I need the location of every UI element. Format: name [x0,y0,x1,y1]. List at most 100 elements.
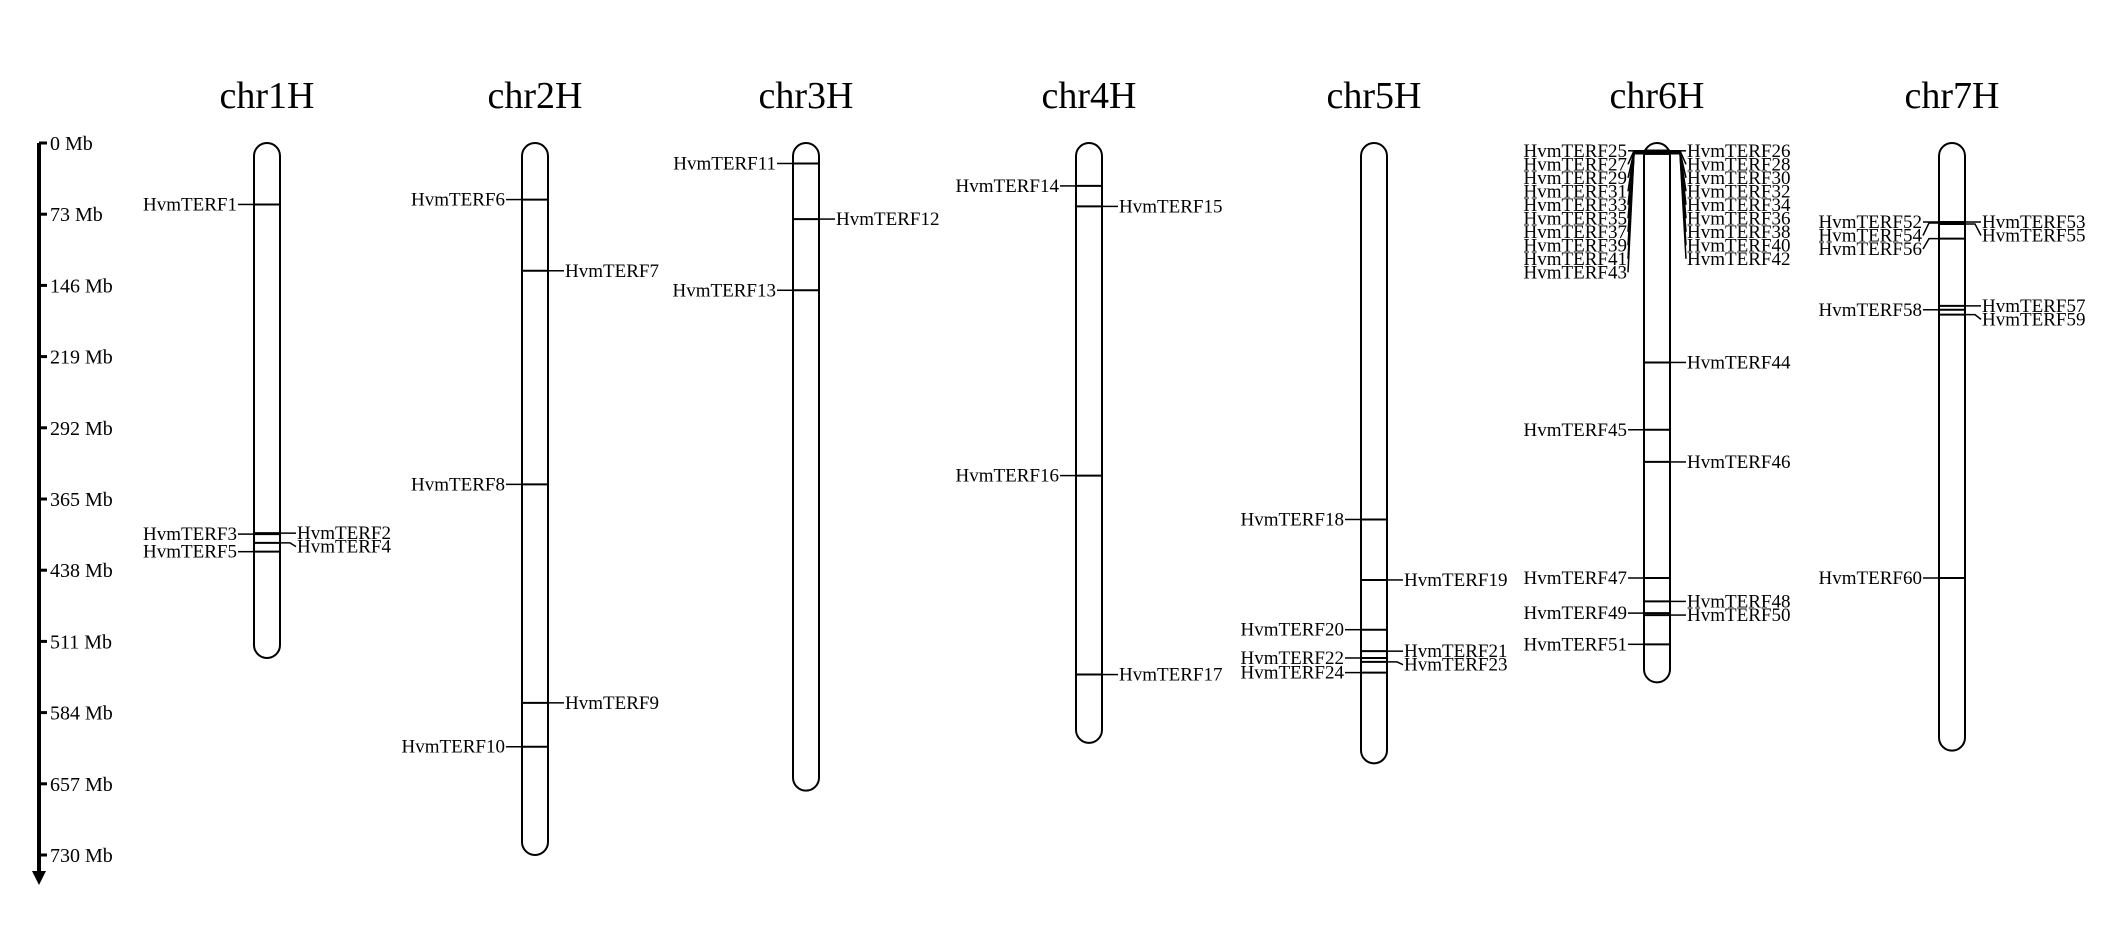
gene-label: HvmTERF55 [1982,226,2085,247]
chromosome-body [521,142,549,856]
gene-label: HvmTERF60 [1819,568,1922,589]
chromosome-body [792,142,820,792]
gene-label: HvmTERF6 [411,190,505,211]
gene-connector [1670,151,1687,205]
gene-label: HvmTERF39 [1524,235,1627,256]
gene-label: HvmTERF36 [1687,208,1790,229]
gene-label: HvmTERF35 [1524,208,1627,229]
gene-label: HvmTERF22 [1241,648,1344,669]
axis-tick-label: 584 Mb [50,703,113,725]
gene-connector [280,542,297,548]
chromosome-body [1075,142,1103,744]
gene-label: HvmTERF8 [411,474,505,495]
gene-connector [1922,237,1939,250]
chromosomes: chr1HHvmTERF1HvmTERF3HvmTERF5HvmTERF2Hvm… [143,75,2085,856]
gene-label: HvmTERF1 [143,194,237,215]
gene-label: HvmTERF32 [1687,181,1790,202]
gene-label: HvmTERF33 [1524,195,1627,216]
chromosome-title: chr1H [220,75,315,117]
gene-connector [1670,152,1687,259]
axis-tick-label: 219 Mb [50,347,113,369]
gene-connector [1627,151,1644,205]
gene-label: HvmTERF59 [1982,309,2085,330]
gene-connector [1627,150,1644,165]
gene-label: HvmTERF18 [1241,509,1344,530]
gene-connector [1387,661,1404,666]
gene-label: HvmTERF19 [1404,570,1507,591]
axis-tick-label: 292 Mb [50,418,113,440]
gene-label: HvmTERF27 [1524,154,1627,175]
chromosome-body [1938,142,1966,752]
gene-label: HvmTERF38 [1687,222,1790,243]
gene-label: HvmTERF7 [565,261,659,282]
axis-tick-label: 438 Mb [50,560,113,582]
gene-label: HvmTERF37 [1524,222,1627,243]
gene-label: HvmTERF4 [297,537,391,558]
chromosome-chr7H: chr7HHvmTERF52HvmTERF54HvmTERF56HvmTERF5… [1819,75,2085,752]
gene-label: HvmTERF42 [1687,249,1790,270]
gene-label: HvmTERF5 [143,542,237,563]
gene-label: HvmTERF2 [297,523,391,544]
gene-label: HvmTERF45 [1524,420,1627,441]
gene-label: HvmTERF13 [673,280,776,301]
gene-connector [1670,150,1687,165]
gene-label: HvmTERF11 [673,153,776,174]
chromosome-chr4H: chr4HHvmTERF14HvmTERF16HvmTERF15HvmTERF1… [956,75,1222,744]
gene-label: HvmTERF20 [1241,620,1344,641]
gene-connector [1965,223,1982,236]
gene-label: HvmTERF16 [956,466,1059,487]
gene-label: HvmTERF51 [1524,634,1627,655]
gene-label: HvmTERF43 [1524,262,1627,283]
gene-label: HvmTERF47 [1524,568,1627,589]
gene-label: HvmTERF58 [1819,300,1922,321]
gene-label: HvmTERF46 [1687,452,1790,473]
chromosome-title: chr3H [759,75,854,117]
gene-label: HvmTERF29 [1524,168,1627,189]
gene-label: HvmTERF3 [143,524,237,545]
axis-tick-label: 0 Mb [50,133,93,155]
gene-connector [1627,152,1644,273]
axis-tick-label: 146 Mb [50,275,113,297]
gene-label: HvmTERF56 [1819,239,1922,260]
gene-label: HvmTERF40 [1687,235,1790,256]
chromosome-body [1643,142,1671,684]
chromosome-body [1360,142,1388,765]
axis-arrow-icon [32,871,46,885]
gene-label: HvmTERF12 [836,209,939,230]
gene-label: HvmTERF34 [1687,195,1791,216]
chromosome-title: chr2H [488,75,583,117]
chromosome-chr6H: chr6HHvmTERF25HvmTERF27HvmTERF29HvmTERF3… [1524,75,1791,684]
chromosome-title: chr6H [1610,75,1705,117]
gene-label: HvmTERF26 [1687,141,1790,162]
gene-connector [1965,313,1982,320]
gene-label: HvmTERF14 [956,176,1060,197]
chromosome-body [253,142,281,659]
gene-label: HvmTERF31 [1524,181,1627,202]
gene-label: HvmTERF28 [1687,154,1790,175]
gene-label: HvmTERF30 [1687,168,1790,189]
axis-tick-label: 365 Mb [50,489,113,511]
gene-label: HvmTERF17 [1119,665,1222,686]
gene-label: HvmTERF23 [1404,655,1507,676]
gene-label: HvmTERF25 [1524,141,1627,162]
axis-tick-label: 657 Mb [50,774,113,796]
axis-tick-label: 511 Mb [50,631,112,653]
scale-axis: 0 Mb 73 Mb 146 Mb 219 Mb 292 Mb 365 Mb 438 Mb 5… [32,133,113,885]
gene-label: HvmTERF52 [1819,212,1922,233]
gene-label: HvmTERF10 [402,737,505,758]
chromosome-title: chr5H [1327,75,1422,117]
gene-label: HvmTERF9 [565,693,659,714]
gene-connector [1922,222,1939,236]
gene-label: HvmTERF41 [1524,249,1627,270]
axis-tick-label: 73 Mb [50,204,103,226]
gene-label: HvmTERF48 [1687,591,1790,612]
gene-label: HvmTERF15 [1119,196,1222,217]
axis-tick-label: 730 Mb [50,845,113,867]
gene-label: HvmTERF54 [1819,226,1923,247]
gene-label: HvmTERF21 [1404,641,1507,662]
